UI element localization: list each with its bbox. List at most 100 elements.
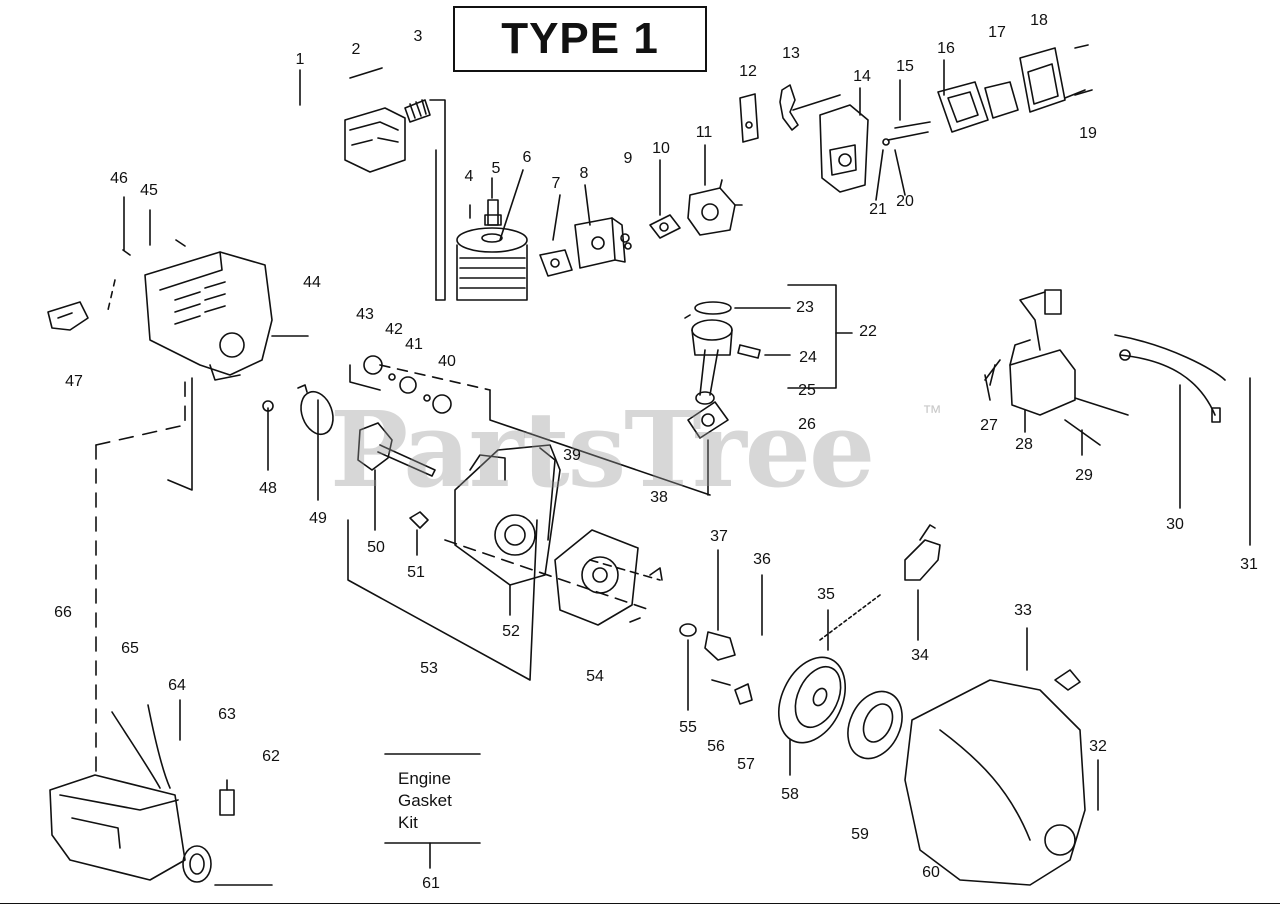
part-air-filter-cover xyxy=(1019,44,1093,113)
callout-number[interactable]: 24 xyxy=(799,349,817,366)
callout-number[interactable]: 9 xyxy=(623,150,633,167)
part-ignition-coil xyxy=(984,289,1129,446)
callout-number[interactable]: 12 xyxy=(739,63,757,80)
callout-number[interactable]: 41 xyxy=(405,336,423,353)
part-choke-lever xyxy=(779,84,799,131)
callout-number[interactable]: 56 xyxy=(707,738,725,755)
callout-number[interactable]: 23 xyxy=(796,299,814,316)
part-crankcase-half xyxy=(554,529,663,626)
callout-number[interactable]: 4 xyxy=(464,168,474,185)
callout-number[interactable]: 48 xyxy=(259,480,277,497)
callout-number[interactable]: 7 xyxy=(551,175,561,192)
callout-number[interactable]: 26 xyxy=(798,416,816,433)
callout-number[interactable]: 22 xyxy=(859,323,877,340)
callout-number[interactable]: 17 xyxy=(988,24,1006,41)
callout-number[interactable]: 53 xyxy=(420,660,438,677)
callout-number[interactable]: 20 xyxy=(896,193,914,210)
part-bearings xyxy=(363,355,452,414)
bottom-border xyxy=(0,903,1280,904)
callout-number[interactable]: 50 xyxy=(367,539,385,556)
callout-number[interactable]: 6 xyxy=(522,149,532,166)
callout-number[interactable]: 34 xyxy=(911,647,929,664)
callout-number[interactable]: 14 xyxy=(853,68,871,85)
callout-number[interactable]: 31 xyxy=(1240,556,1258,573)
callout-number[interactable]: 10 xyxy=(652,140,670,157)
callout-number[interactable]: 43 xyxy=(356,306,374,323)
callout-number[interactable]: 36 xyxy=(753,551,771,568)
part-fuel-tank xyxy=(49,774,212,883)
callout-number[interactable]: 15 xyxy=(896,58,914,75)
callout-number[interactable]: 2 xyxy=(351,41,361,58)
callout-number[interactable]: 57 xyxy=(737,756,755,773)
part-screws-15 xyxy=(882,121,931,146)
part-washer-48 xyxy=(262,400,274,412)
callout-number[interactable]: 60 xyxy=(922,864,940,881)
callout-number[interactable]: 42 xyxy=(385,321,403,338)
callout-number[interactable]: 16 xyxy=(937,40,955,57)
callout-number[interactable]: 54 xyxy=(586,668,604,685)
callout-number[interactable]: 21 xyxy=(869,201,887,218)
part-pin xyxy=(349,67,383,79)
callout-number[interactable]: 62 xyxy=(262,748,280,765)
part-plate xyxy=(739,93,759,143)
part-air-filter-base xyxy=(819,104,869,193)
part-small-nut xyxy=(409,511,429,529)
part-intake-gasket xyxy=(539,249,573,277)
callout-number[interactable]: 35 xyxy=(817,586,835,603)
part-crankcase xyxy=(454,444,561,586)
callout-number[interactable]: 19 xyxy=(1079,125,1097,142)
part-piston xyxy=(684,301,761,405)
callout-number[interactable]: 38 xyxy=(650,489,668,506)
callout-number[interactable]: 65 xyxy=(121,640,139,657)
callout-number[interactable]: 47 xyxy=(65,373,83,390)
part-filter-gasket xyxy=(937,81,989,133)
kit-label-line: Gasket xyxy=(398,791,452,810)
callout-number[interactable]: 1 xyxy=(295,51,305,68)
callout-number[interactable]: 64 xyxy=(168,677,186,694)
callout-number[interactable]: 44 xyxy=(303,274,321,291)
callout-number[interactable]: 29 xyxy=(1075,467,1093,484)
part-o-ring xyxy=(300,390,334,436)
callout-number[interactable]: 25 xyxy=(798,382,816,399)
callout-number[interactable]: 58 xyxy=(781,786,799,803)
callout-number[interactable]: 27 xyxy=(980,417,998,434)
callout-number[interactable]: 52 xyxy=(502,623,520,640)
callout-number[interactable]: 28 xyxy=(1015,436,1033,453)
callout-number[interactable]: 33 xyxy=(1014,602,1032,619)
part-fuel-filter xyxy=(219,779,235,816)
callout-number[interactable]: 66 xyxy=(54,604,72,621)
callout-number[interactable]: 46 xyxy=(110,170,128,187)
callout-number[interactable]: 49 xyxy=(309,510,327,527)
callout-number[interactable]: 51 xyxy=(407,564,425,581)
callout-number[interactable]: 40 xyxy=(438,353,456,370)
callout-number[interactable]: 3 xyxy=(413,28,423,45)
part-spark-plug xyxy=(469,199,502,226)
part-starter-handle xyxy=(904,524,941,581)
callout-number[interactable]: 30 xyxy=(1166,516,1184,533)
callout-number[interactable]: 13 xyxy=(782,45,800,62)
callout-number[interactable]: 32 xyxy=(1089,738,1107,755)
part-starter-rope xyxy=(819,594,881,641)
callout-number[interactable]: 63 xyxy=(218,706,236,723)
callout-number[interactable]: 39 xyxy=(563,447,581,464)
part-engine-shroud xyxy=(122,239,308,393)
callout-number[interactable]: 37 xyxy=(710,528,728,545)
part-crankshaft xyxy=(357,422,436,477)
callout-number[interactable]: 55 xyxy=(679,719,697,736)
leader-lines xyxy=(95,59,1251,886)
part-washer-55 xyxy=(679,623,697,637)
part-wire-30 xyxy=(1114,334,1226,423)
part-starter-housing xyxy=(904,669,1086,886)
callout-number[interactable]: 59 xyxy=(851,826,869,843)
part-rewind-spring xyxy=(847,690,903,760)
callout-number[interactable]: 5 xyxy=(491,160,501,177)
watermark-trademark: ™ xyxy=(922,402,942,424)
diagram-title: TYPE 1 xyxy=(453,6,707,72)
callout-number[interactable]: 18 xyxy=(1030,12,1048,29)
callout-number[interactable]: 61 xyxy=(422,875,440,892)
part-spring xyxy=(404,99,431,123)
callout-number[interactable]: 8 xyxy=(579,165,589,182)
callout-number[interactable]: 11 xyxy=(695,124,713,141)
callout-number[interactable]: 45 xyxy=(140,182,158,199)
